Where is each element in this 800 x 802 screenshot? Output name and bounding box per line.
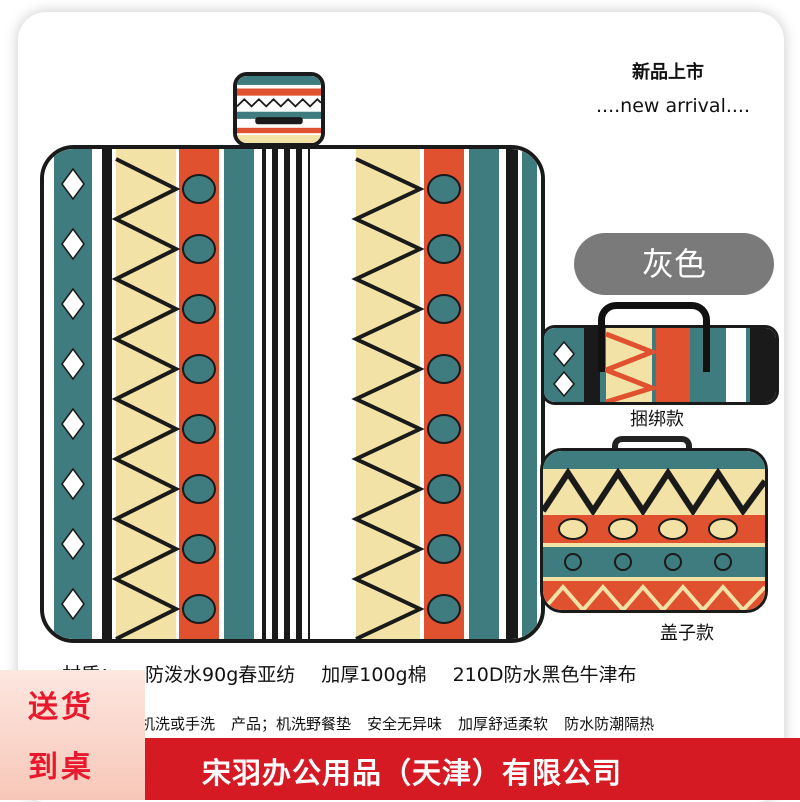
strap-handle	[598, 302, 710, 372]
mat-carry-tab	[233, 72, 325, 147]
feature-wash: 机洗或手洗	[140, 715, 216, 733]
spec-top-layer: 防泼水90g春亚纺	[145, 664, 296, 686]
strap-variant-caption: 捆绑款	[630, 409, 684, 430]
feature-safe: 安全无异味	[367, 715, 443, 733]
feature-machine-wash: 产品；机洗野餐垫	[231, 715, 352, 733]
bag-handle	[612, 436, 692, 454]
company-banner	[145, 738, 800, 800]
strap-variant-image	[541, 325, 779, 405]
spec-middle-layer: 加厚100g棉	[321, 664, 427, 686]
picnic-mat-main	[40, 145, 545, 643]
company-name: 宋羽办公用品（天津）有限公司	[202, 756, 623, 790]
delivery-badge	[0, 670, 145, 800]
feature-soft: 加厚舒适柔软	[458, 715, 549, 733]
lid-variant-caption: 盖子款	[660, 623, 714, 644]
color-label-pill: 灰色	[574, 233, 774, 295]
feature-specs: 机洗或手洗产品；机洗野餐垫安全无异味加厚舒适柔软防水防潮隔热	[140, 713, 670, 734]
lid-variant-image	[540, 448, 768, 613]
badge-line-2: 到桌	[28, 750, 94, 785]
badge-line-1: 送货	[28, 690, 94, 725]
new-arrival-subline: ....new arrival....	[596, 95, 751, 117]
spec-bottom-layer: 210D防水黑色牛津布	[452, 664, 637, 686]
feature-waterproof: 防水防潮隔热	[564, 715, 655, 733]
new-product-heading: 新品上市	[632, 62, 704, 83]
